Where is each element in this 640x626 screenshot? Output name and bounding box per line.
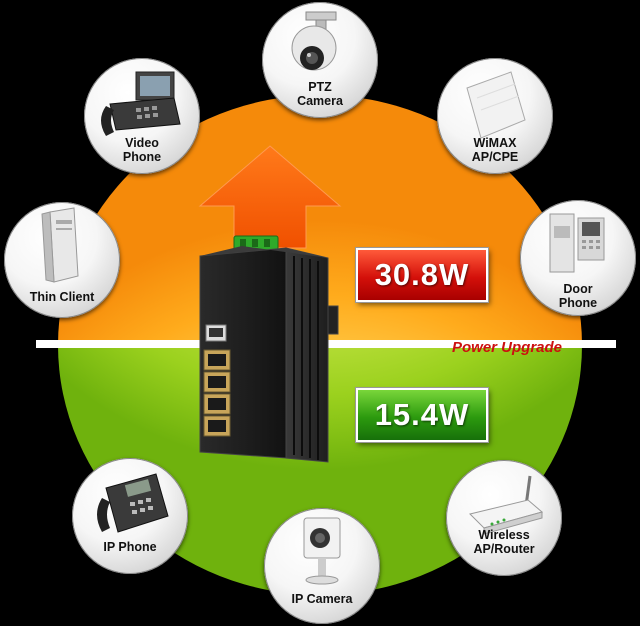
device-door-phone: Door Phone bbox=[520, 200, 636, 316]
power-low-value: 15.4W bbox=[374, 397, 470, 432]
device-label: Wireless AP/Router bbox=[473, 528, 535, 556]
device-ip-phone: IP Phone bbox=[72, 458, 188, 574]
device-label: IP Camera bbox=[291, 592, 353, 606]
device-video-phone: Video Phone bbox=[84, 58, 200, 174]
ptz-camera-icon bbox=[291, 11, 337, 71]
ip-phone-icon bbox=[97, 473, 169, 533]
power-badge-30-8w: 30.8W bbox=[356, 248, 488, 302]
device-label: Video Phone bbox=[122, 136, 162, 164]
device-label: Door Phone bbox=[558, 282, 598, 310]
device-label: Thin Client bbox=[29, 290, 95, 304]
wimax-icon bbox=[466, 71, 526, 139]
device-label: IP Phone bbox=[103, 540, 157, 554]
video-phone-icon bbox=[101, 71, 181, 136]
ip-camera-icon bbox=[303, 517, 341, 585]
door-phone-icon bbox=[549, 213, 605, 273]
device-ptz-camera: PTZ Camera bbox=[262, 2, 378, 118]
power-high-value: 30.8W bbox=[374, 257, 470, 292]
power-upgrade-label: Power Upgrade bbox=[440, 334, 574, 360]
device-thin-client: Thin Client bbox=[4, 202, 120, 318]
device-wireless-router: Wireless AP/Router bbox=[446, 460, 562, 576]
device-label: WiMAX AP/CPE bbox=[471, 136, 519, 164]
router-icon bbox=[469, 475, 544, 535]
device-wimax: WiMAX AP/CPE bbox=[437, 58, 553, 174]
device-label: PTZ Camera bbox=[297, 80, 343, 108]
device-ip-camera: IP Camera bbox=[264, 508, 380, 624]
thin-client-icon bbox=[41, 207, 79, 283]
power-badge-15-4w: 15.4W bbox=[356, 388, 488, 442]
power-upgrade-text: Power Upgrade bbox=[452, 338, 563, 356]
